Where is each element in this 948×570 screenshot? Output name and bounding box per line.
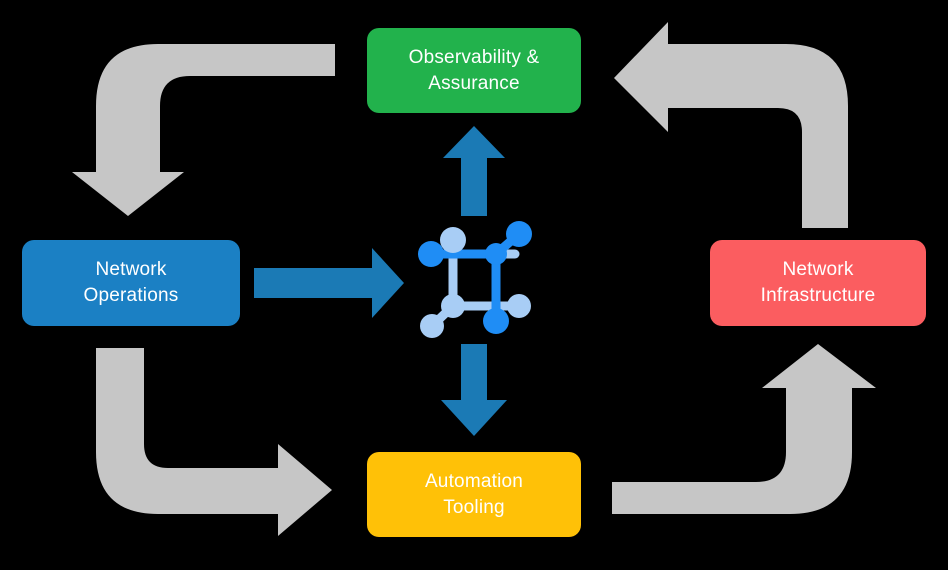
connector-observability-to-ops [72,44,335,216]
hub-nodes-primary [418,221,532,334]
hub-nodes-secondary [420,227,531,338]
connector-hub-to-observability [443,126,505,216]
node-box-observability[interactable]: Observability & Assurance [367,28,581,113]
connector-hub-to-automation [441,344,507,436]
node-box-automation-tooling[interactable]: Automation Tooling [367,452,581,537]
network-hub-icon [418,221,532,338]
node-box-network-infrastructure[interactable]: Network Infrastructure [710,240,926,326]
connector-infrastructure-to-observability [614,22,848,228]
node-box-network-operations[interactable]: Network Operations [22,240,240,326]
connector-automation-to-infrastructure [612,344,876,514]
connector-ops-to-automation [96,348,332,536]
connector-ops-to-hub [254,248,404,318]
